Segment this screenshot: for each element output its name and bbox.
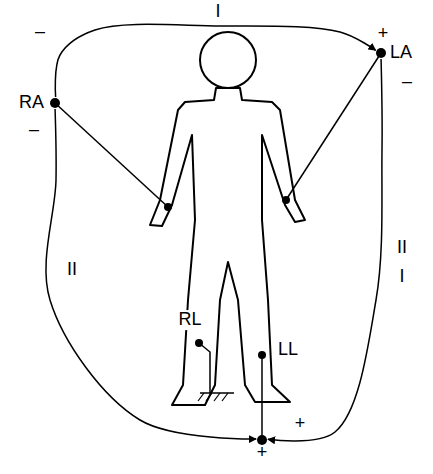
electrode-dot (164, 203, 172, 211)
polarity-sign: + (293, 414, 308, 434)
la-lead-wire (286, 53, 381, 200)
electrode-node: + (257, 435, 267, 445)
lead-arrow (46, 109, 256, 439)
rl-lead-wire (199, 343, 210, 393)
body-outline (150, 88, 305, 405)
polarity-sign: + (376, 24, 391, 44)
ground-hatch (198, 393, 228, 401)
electrode-dot (258, 351, 266, 359)
electrode-label: RA (19, 93, 44, 113)
electrode-label: LA (390, 43, 412, 63)
polarity-sign: – (27, 120, 41, 140)
lead-label: II I (395, 233, 409, 291)
electrode-dot (195, 339, 203, 347)
lead-label: I (213, 2, 222, 22)
polarity-sign: – (400, 72, 414, 92)
electrode-dot (282, 196, 290, 204)
electrode-node: LA (376, 48, 386, 58)
ground-symbol (200, 392, 234, 394)
lead-arrow (55, 24, 375, 97)
electrode-label: RL (176, 310, 203, 330)
electrode-node: RA (50, 98, 60, 108)
lead-label: II (65, 260, 79, 280)
electrode-label: LL (276, 340, 300, 360)
electrode-label: + (257, 443, 268, 463)
polarity-sign: – (33, 22, 47, 42)
lead-arrow (268, 59, 382, 441)
head-outline (200, 32, 256, 88)
ll-lead-wire (261, 355, 263, 440)
ra-lead-wire (55, 103, 168, 207)
